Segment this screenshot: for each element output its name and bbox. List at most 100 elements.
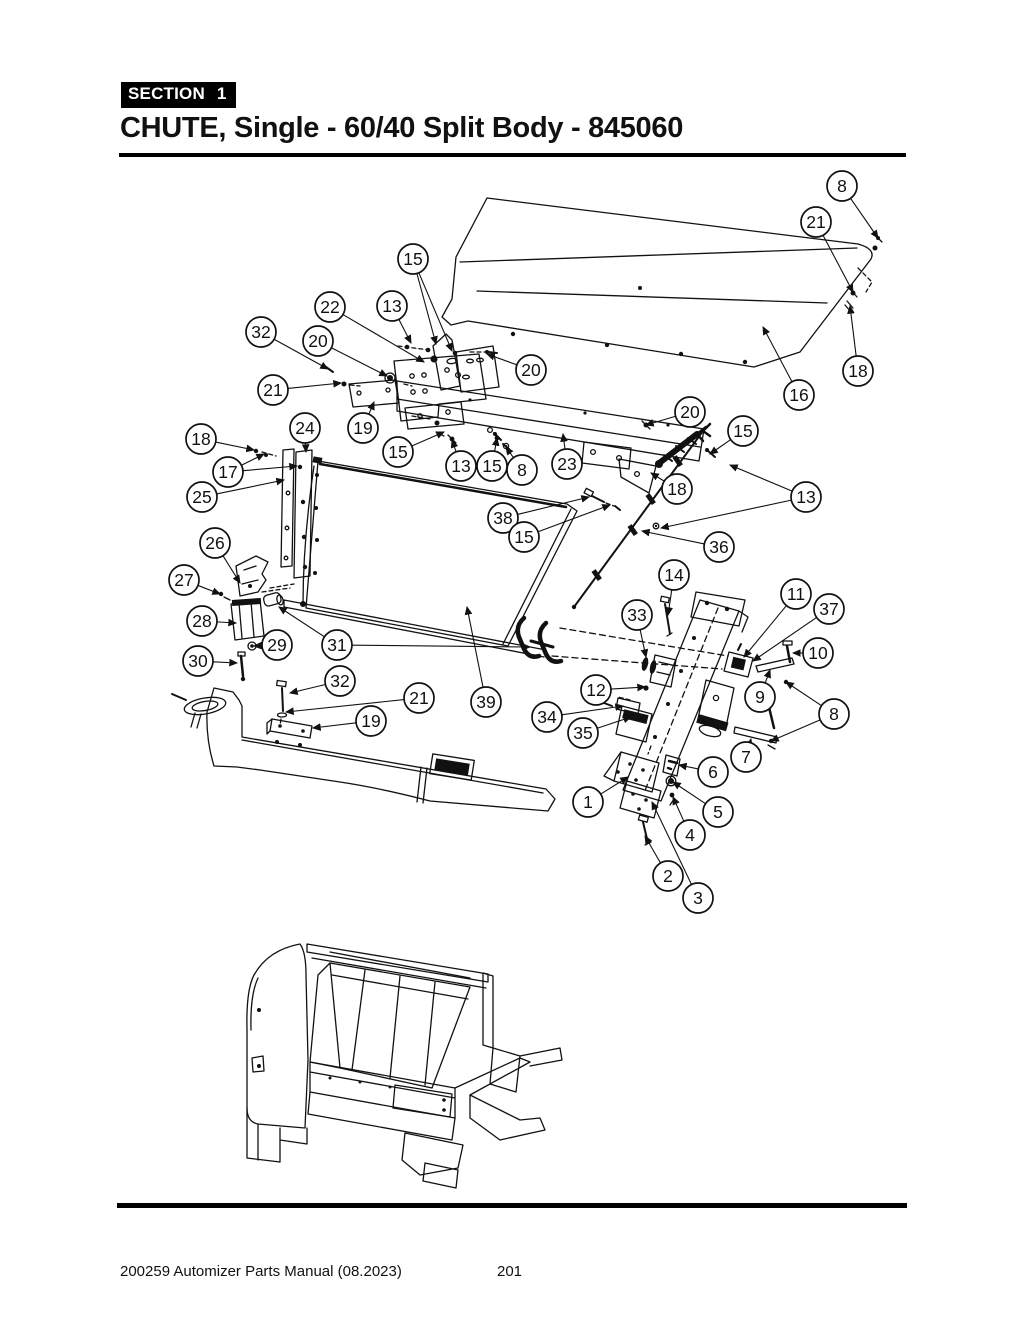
callout-21: 21 — [257, 374, 343, 406]
callout-circle — [800, 206, 832, 238]
callout-9: 9 — [744, 668, 776, 713]
callout-number: 15 — [388, 442, 407, 462]
callout-number: 11 — [787, 584, 805, 604]
callout-circle — [818, 698, 850, 730]
callout-number: 38 — [493, 508, 512, 528]
callout-leader — [278, 606, 325, 638]
callout-18: 18 — [185, 423, 256, 455]
section-badge: SECTION 1 — [121, 82, 236, 108]
callout-number: 18 — [191, 429, 210, 449]
callout-circle — [658, 559, 690, 591]
callout-leader — [561, 703, 625, 716]
callout-number: 5 — [713, 802, 723, 822]
callout-leader — [222, 555, 241, 584]
callout-number: 32 — [251, 322, 270, 342]
callout-7: 7 — [730, 737, 762, 773]
callout-13: 13 — [445, 438, 477, 482]
callout-leader — [212, 658, 239, 667]
callout-circle — [780, 578, 812, 610]
pivot-arm-assembly — [603, 591, 795, 846]
callout-circle — [813, 593, 845, 625]
callout-leader — [610, 683, 647, 692]
callout-29: 29 — [252, 629, 293, 661]
callout-number: 39 — [476, 692, 495, 712]
callout-leader — [242, 462, 299, 472]
callout-number: 15 — [482, 456, 501, 476]
callout-circle — [783, 379, 815, 411]
callout-number: 29 — [267, 635, 286, 655]
callout-number: 7 — [741, 747, 751, 767]
callout-number: 33 — [627, 605, 646, 625]
callout-circle — [199, 527, 231, 559]
callout-circle — [727, 415, 759, 447]
callout-leader — [763, 668, 771, 684]
callout-10: 10 — [791, 637, 834, 669]
callout-leader — [659, 499, 792, 531]
callout-20: 20 — [302, 325, 388, 377]
callout-leader — [639, 629, 649, 659]
callout-circle — [185, 423, 217, 455]
callout-number: 28 — [192, 611, 211, 631]
callout-3: 3 — [651, 801, 714, 914]
callout-number: 12 — [586, 680, 605, 700]
callout-13: 13 — [659, 464, 822, 531]
callout-circle — [355, 705, 387, 737]
callout-circle — [168, 564, 200, 596]
callout-circle — [314, 291, 346, 323]
callout-circle — [445, 450, 477, 482]
side-strips — [253, 448, 319, 579]
callout-leader — [342, 314, 425, 363]
callout-leader — [537, 504, 612, 533]
callout-leader — [411, 431, 446, 447]
callout-leader — [728, 464, 793, 492]
callout-circle — [324, 665, 356, 697]
callout-number: 25 — [192, 487, 211, 507]
callout-20: 20 — [644, 396, 706, 428]
callout-leader — [418, 272, 453, 353]
callout-leader — [752, 617, 817, 662]
callout-leader — [216, 618, 238, 627]
callout-number: 23 — [557, 454, 576, 474]
callout-circle — [682, 882, 714, 914]
callout-leader — [651, 801, 693, 885]
callout-circle — [551, 448, 583, 480]
callout-28: 28 — [186, 605, 238, 637]
callout-number: 21 — [409, 688, 428, 708]
callout-number: 18 — [848, 361, 867, 381]
callout-leader — [644, 415, 676, 427]
callout-number: 32 — [330, 671, 349, 691]
callout-36: 36 — [640, 528, 735, 563]
callout-number: 13 — [451, 456, 470, 476]
callout-number: 24 — [295, 418, 315, 438]
hinge-rod — [571, 422, 712, 610]
callout-14: 14 — [658, 559, 690, 617]
callout-8: 8 — [769, 681, 850, 742]
callout-leader — [743, 605, 787, 658]
assembled-spreader-reference-view — [246, 943, 563, 1189]
callout-30: 30 — [182, 645, 239, 677]
callout-15: 15 — [382, 431, 446, 468]
callout-leader — [677, 762, 699, 771]
callout-circle — [703, 531, 735, 563]
callout-number: 31 — [327, 635, 346, 655]
callout-leader — [398, 319, 412, 344]
callout-number: 35 — [573, 723, 592, 743]
callout-13: 13 — [376, 290, 412, 344]
callout-circle — [702, 796, 734, 828]
callout-circle — [531, 701, 563, 733]
callout-circle — [403, 682, 435, 714]
callout-number: 21 — [806, 212, 825, 232]
callout-25: 25 — [186, 477, 286, 513]
chute-panel — [300, 456, 578, 647]
callout-23: 23 — [551, 432, 583, 480]
callout-leader — [450, 438, 459, 453]
callout-number: 15 — [514, 527, 533, 547]
callout-circle — [257, 374, 289, 406]
callout-circle — [506, 454, 538, 486]
callout-leader — [216, 477, 286, 495]
callout-leader — [850, 198, 879, 239]
callout-circle — [744, 681, 776, 713]
callout-circle — [347, 412, 379, 444]
